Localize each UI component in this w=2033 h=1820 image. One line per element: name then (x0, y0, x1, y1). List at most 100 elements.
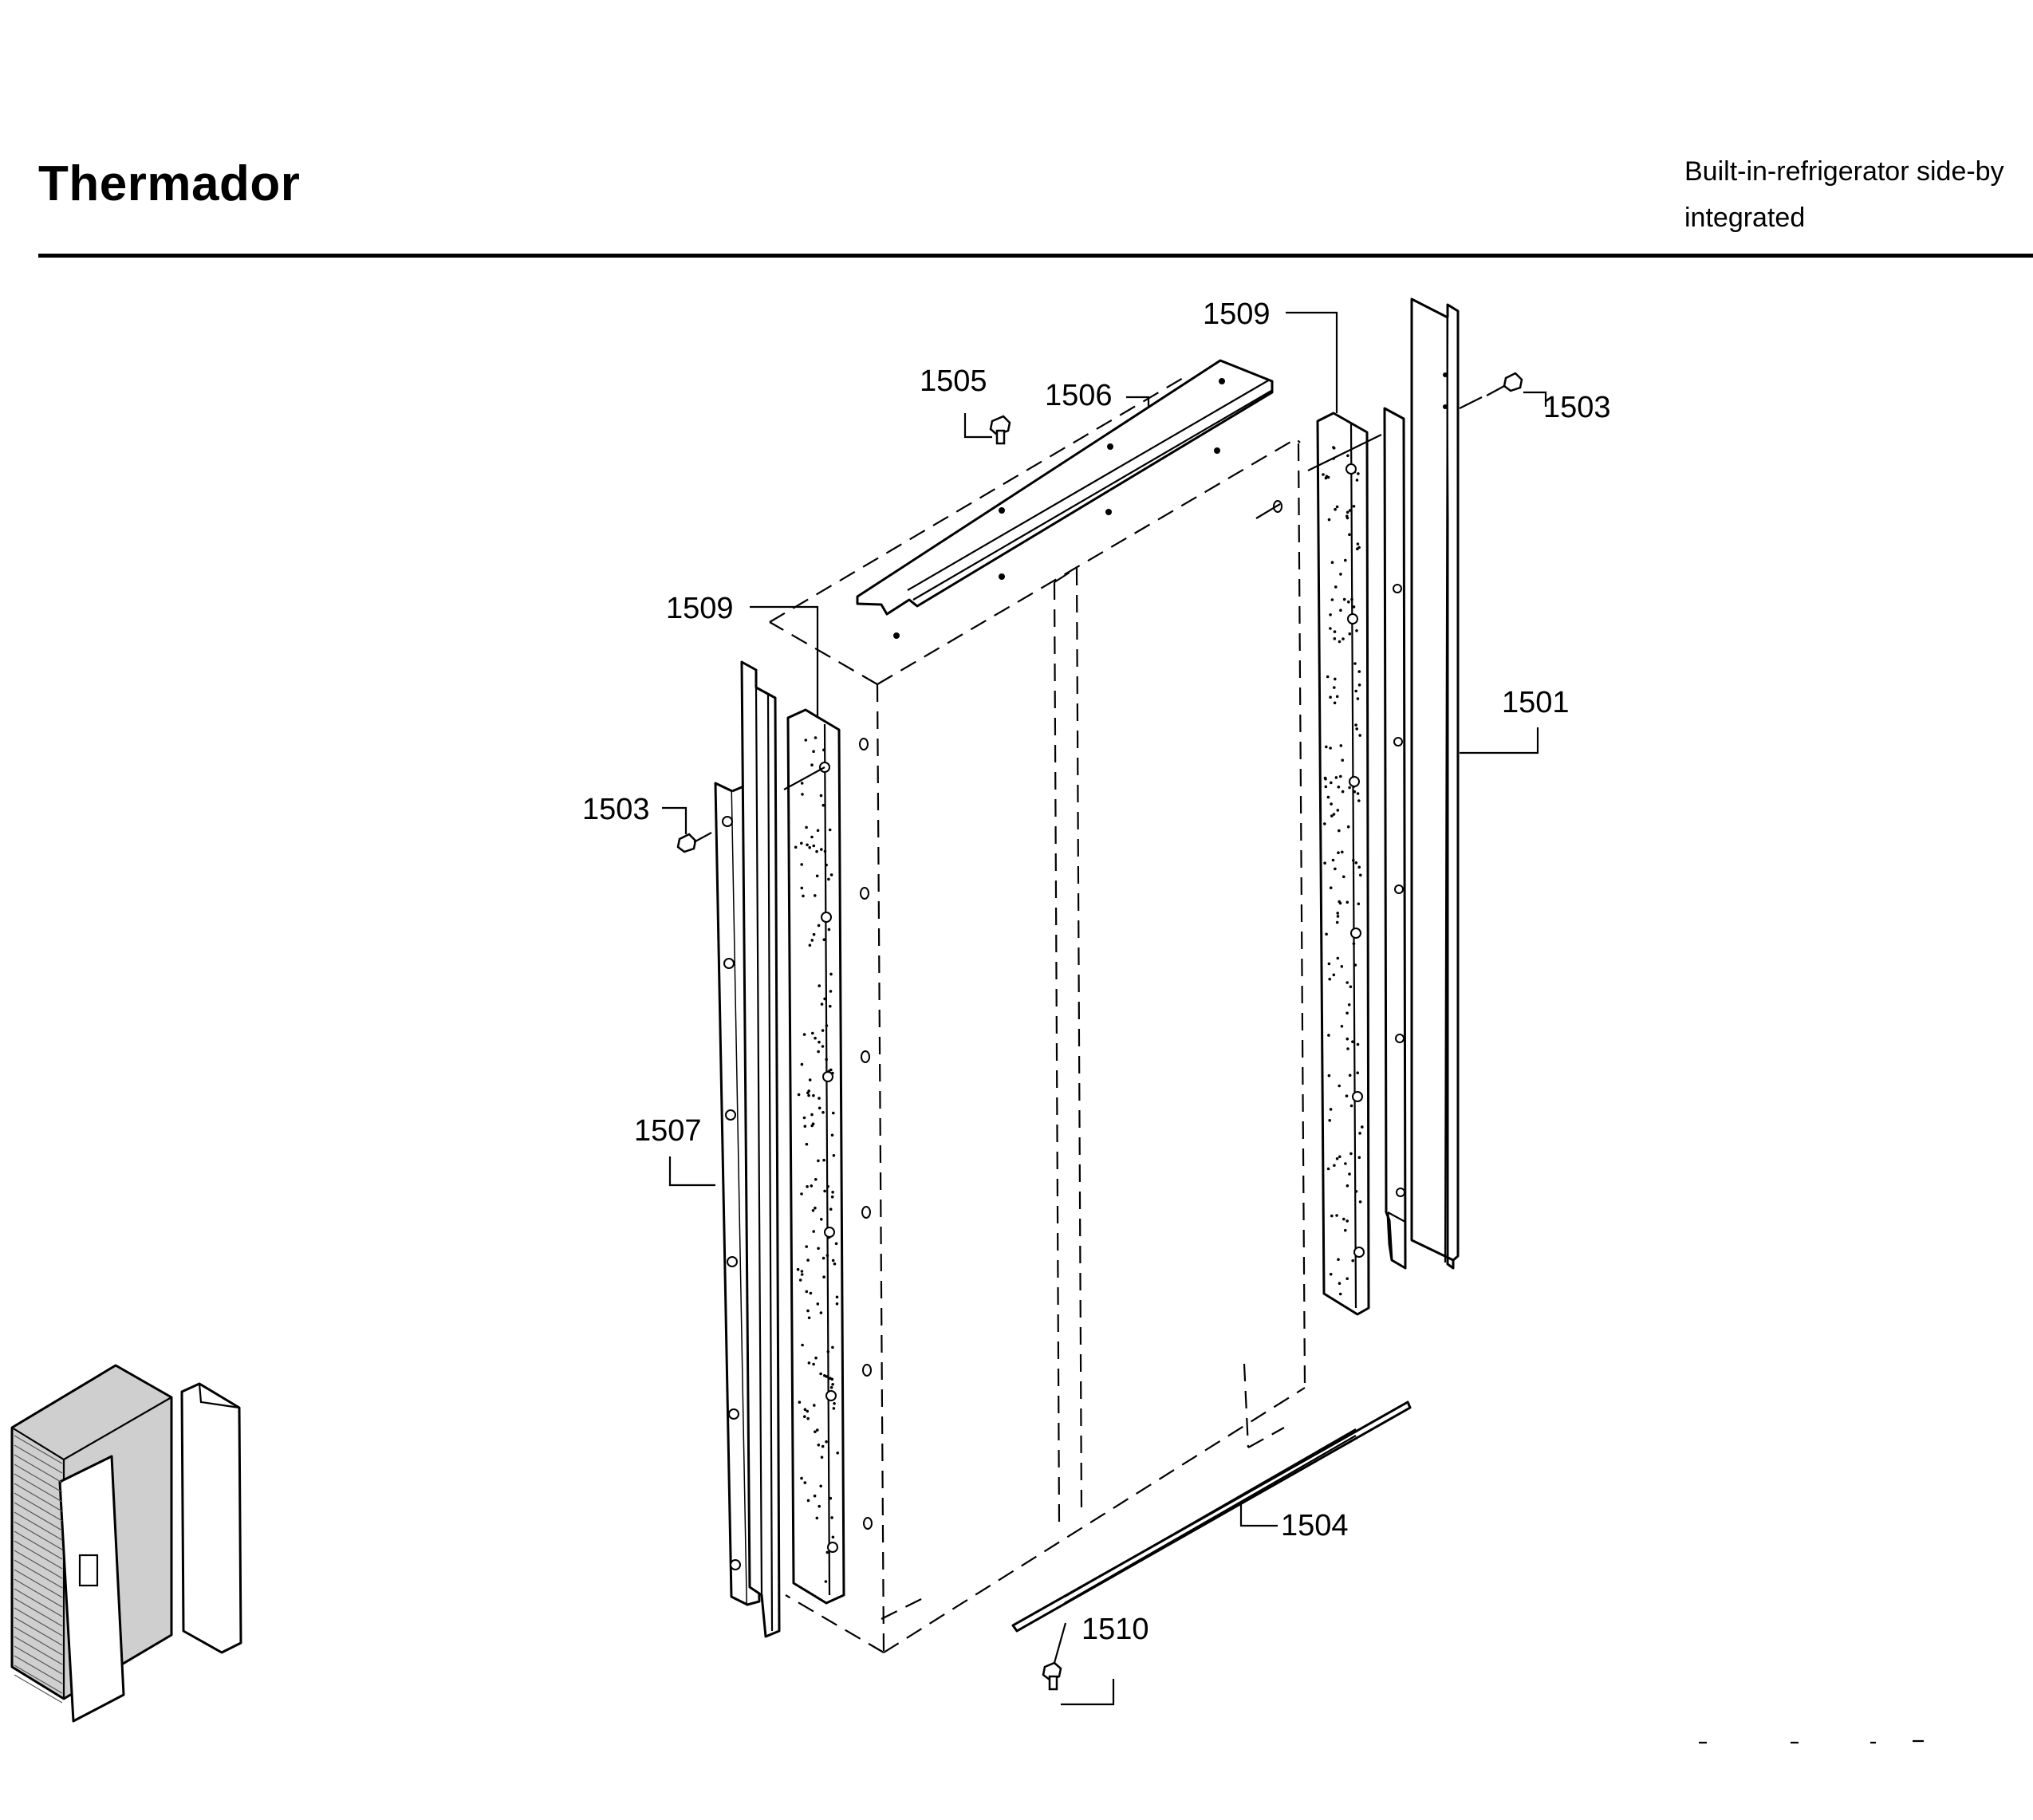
foam-texture-dot (825, 863, 828, 867)
foam-texture-dot (800, 1062, 804, 1066)
foam-texture-dot (1338, 1282, 1342, 1285)
foam-texture-dot (1345, 510, 1349, 514)
foam-texture-dot (1339, 573, 1342, 576)
foam-texture-dot (831, 1191, 834, 1194)
foam-texture-dot (803, 1125, 807, 1128)
foam-texture-dot (1333, 686, 1336, 689)
foam-texture-dot (813, 1494, 817, 1498)
foam-texture-dot (1355, 727, 1358, 731)
foam-texture-dot (822, 748, 825, 752)
part-1506-top-trim-strip (856, 359, 1281, 639)
foam-texture-dot (1358, 1132, 1361, 1135)
thumbnail-hatch-line (14, 1597, 63, 1627)
thumbnail-hatch-line (14, 1502, 63, 1531)
foam-texture-dot (1335, 505, 1339, 509)
foam-texture-dot (1344, 558, 1347, 562)
screw-1510 (1042, 1622, 1067, 1691)
foam-texture-dot (801, 793, 804, 796)
thumbnail-hatch-line (14, 1626, 63, 1656)
foam-texture-dot (1331, 858, 1335, 862)
foam-texture-dot (802, 894, 805, 898)
model-description-line-2: integrated (1684, 203, 1806, 233)
foam-texture-dot (1352, 605, 1356, 609)
foam-texture-dot (817, 1050, 820, 1054)
foam-texture-dot (804, 739, 808, 742)
callout-1504: 1504 (1281, 1509, 1349, 1542)
cabinet-outline (769, 374, 1306, 1653)
foam-texture-dot (824, 1580, 828, 1583)
foam-texture-dot (1359, 873, 1362, 877)
foam-texture-dot (1330, 781, 1333, 785)
foam-texture-dot (815, 1516, 819, 1520)
foam-texture-dot (1345, 514, 1349, 518)
foam-texture-dot (1325, 745, 1328, 749)
foam-texture-dot (1329, 627, 1332, 630)
foam-texture-dot (1337, 851, 1340, 854)
foam-texture-dot (1349, 985, 1353, 988)
foam-texture-dot (1356, 542, 1360, 546)
foam-texture-dot (808, 1078, 812, 1081)
callout-1503-right: 1503 (1543, 391, 1611, 424)
foam-texture-dot (1334, 867, 1337, 871)
footer-marks (1699, 1739, 1924, 1744)
thumbnail-hatch-line (14, 1636, 63, 1665)
foam-texture-dot (829, 1207, 833, 1211)
foam-texture-dot (1345, 1094, 1349, 1097)
foam-texture-dot (798, 1278, 802, 1282)
foam-texture-dot (1341, 850, 1344, 854)
header-divider-rule (38, 254, 2033, 258)
foam-texture-dot (1356, 1071, 1359, 1074)
foam-texture-dot (808, 845, 811, 849)
foam-texture-dot (800, 1273, 804, 1276)
foam-texture-dot (820, 1218, 823, 1221)
foam-texture-dot (803, 1408, 807, 1412)
foam-texture-dot (805, 825, 808, 829)
foam-texture-dot (831, 1535, 835, 1539)
model-description-line-1: Built-in-refrigerator side-by (1684, 156, 2004, 187)
foam-texture-dot (817, 1159, 820, 1163)
foam-texture-dot (1350, 597, 1353, 601)
callout-1501: 1501 (1502, 686, 1570, 719)
foam-texture-dot (832, 1407, 836, 1410)
foam-texture-dot (1349, 1152, 1353, 1156)
thumbnail-hatch-line (14, 1588, 63, 1617)
foam-texture-dot (826, 1350, 830, 1353)
foam-texture-dot (819, 1372, 822, 1376)
foam-texture-dot (1339, 774, 1342, 778)
foam-texture-dot (822, 1275, 825, 1278)
foam-texture-dot (812, 932, 816, 936)
foam-texture-dot (818, 1040, 821, 1044)
foam-texture-dot (1336, 956, 1340, 960)
foam-texture-dot (1357, 799, 1361, 802)
foam-texture-dot (821, 803, 825, 807)
foam-texture-dot (1339, 744, 1343, 747)
foam-texture-dot (820, 848, 823, 851)
foam-texture-dot (1335, 695, 1339, 699)
foam-texture-dot (1338, 1155, 1342, 1159)
foam-texture-dot (1329, 886, 1333, 889)
cabinet-holes (859, 500, 1282, 1530)
foam-texture-dot (829, 1004, 832, 1008)
foam-texture-dot (803, 1415, 806, 1418)
foam-texture-dot (808, 943, 812, 947)
foam-texture-dot (1342, 637, 1345, 640)
foam-texture-dot (1333, 637, 1337, 640)
foam-texture-dot (829, 972, 833, 976)
foam-texture-dot (807, 1089, 810, 1093)
foam-texture-dot (1338, 901, 1342, 905)
foam-texture-dot (1358, 734, 1361, 737)
foam-texture-dot (827, 877, 830, 881)
foam-texture-dot (796, 1267, 800, 1271)
foam-texture-dot (1352, 942, 1356, 945)
screw-1503-left (676, 832, 712, 853)
foam-texture-dot (817, 1444, 821, 1447)
foam-texture-dot (800, 841, 803, 845)
foam-texture-dot (807, 1093, 810, 1097)
foam-texture-dot (1322, 473, 1325, 476)
foam-texture-dot (802, 1033, 806, 1036)
foam-texture-dot (810, 939, 814, 942)
foam-texture-dot (817, 1247, 820, 1251)
foam-texture-dot (812, 1093, 815, 1097)
foam-texture-dot (831, 1259, 835, 1263)
